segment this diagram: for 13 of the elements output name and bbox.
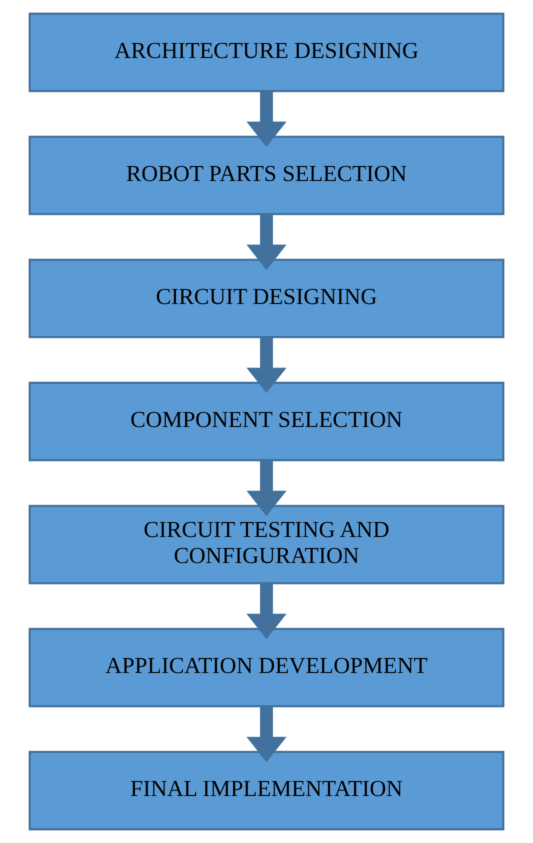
arrow <box>246 91 287 148</box>
arrow <box>246 583 287 640</box>
node-box: COMPONENT SELECTION <box>28 382 504 462</box>
arrow <box>246 337 287 394</box>
arrow <box>246 706 287 762</box>
node-box: FINAL IMPLEMENTATION <box>28 750 504 830</box>
node-box: ARCHITECTURE DESIGNING <box>28 12 504 92</box>
node-box: ROBOT PARTS SELECTION <box>28 136 504 216</box>
node-box: CIRCUIT DESIGNING <box>28 258 504 338</box>
arrow <box>246 214 287 270</box>
arrow <box>246 460 287 516</box>
node-box: CIRCUIT TESTING AND CONFIGURATION <box>28 504 504 584</box>
node-box: APPLICATION DEVELOPMENT <box>28 628 504 708</box>
